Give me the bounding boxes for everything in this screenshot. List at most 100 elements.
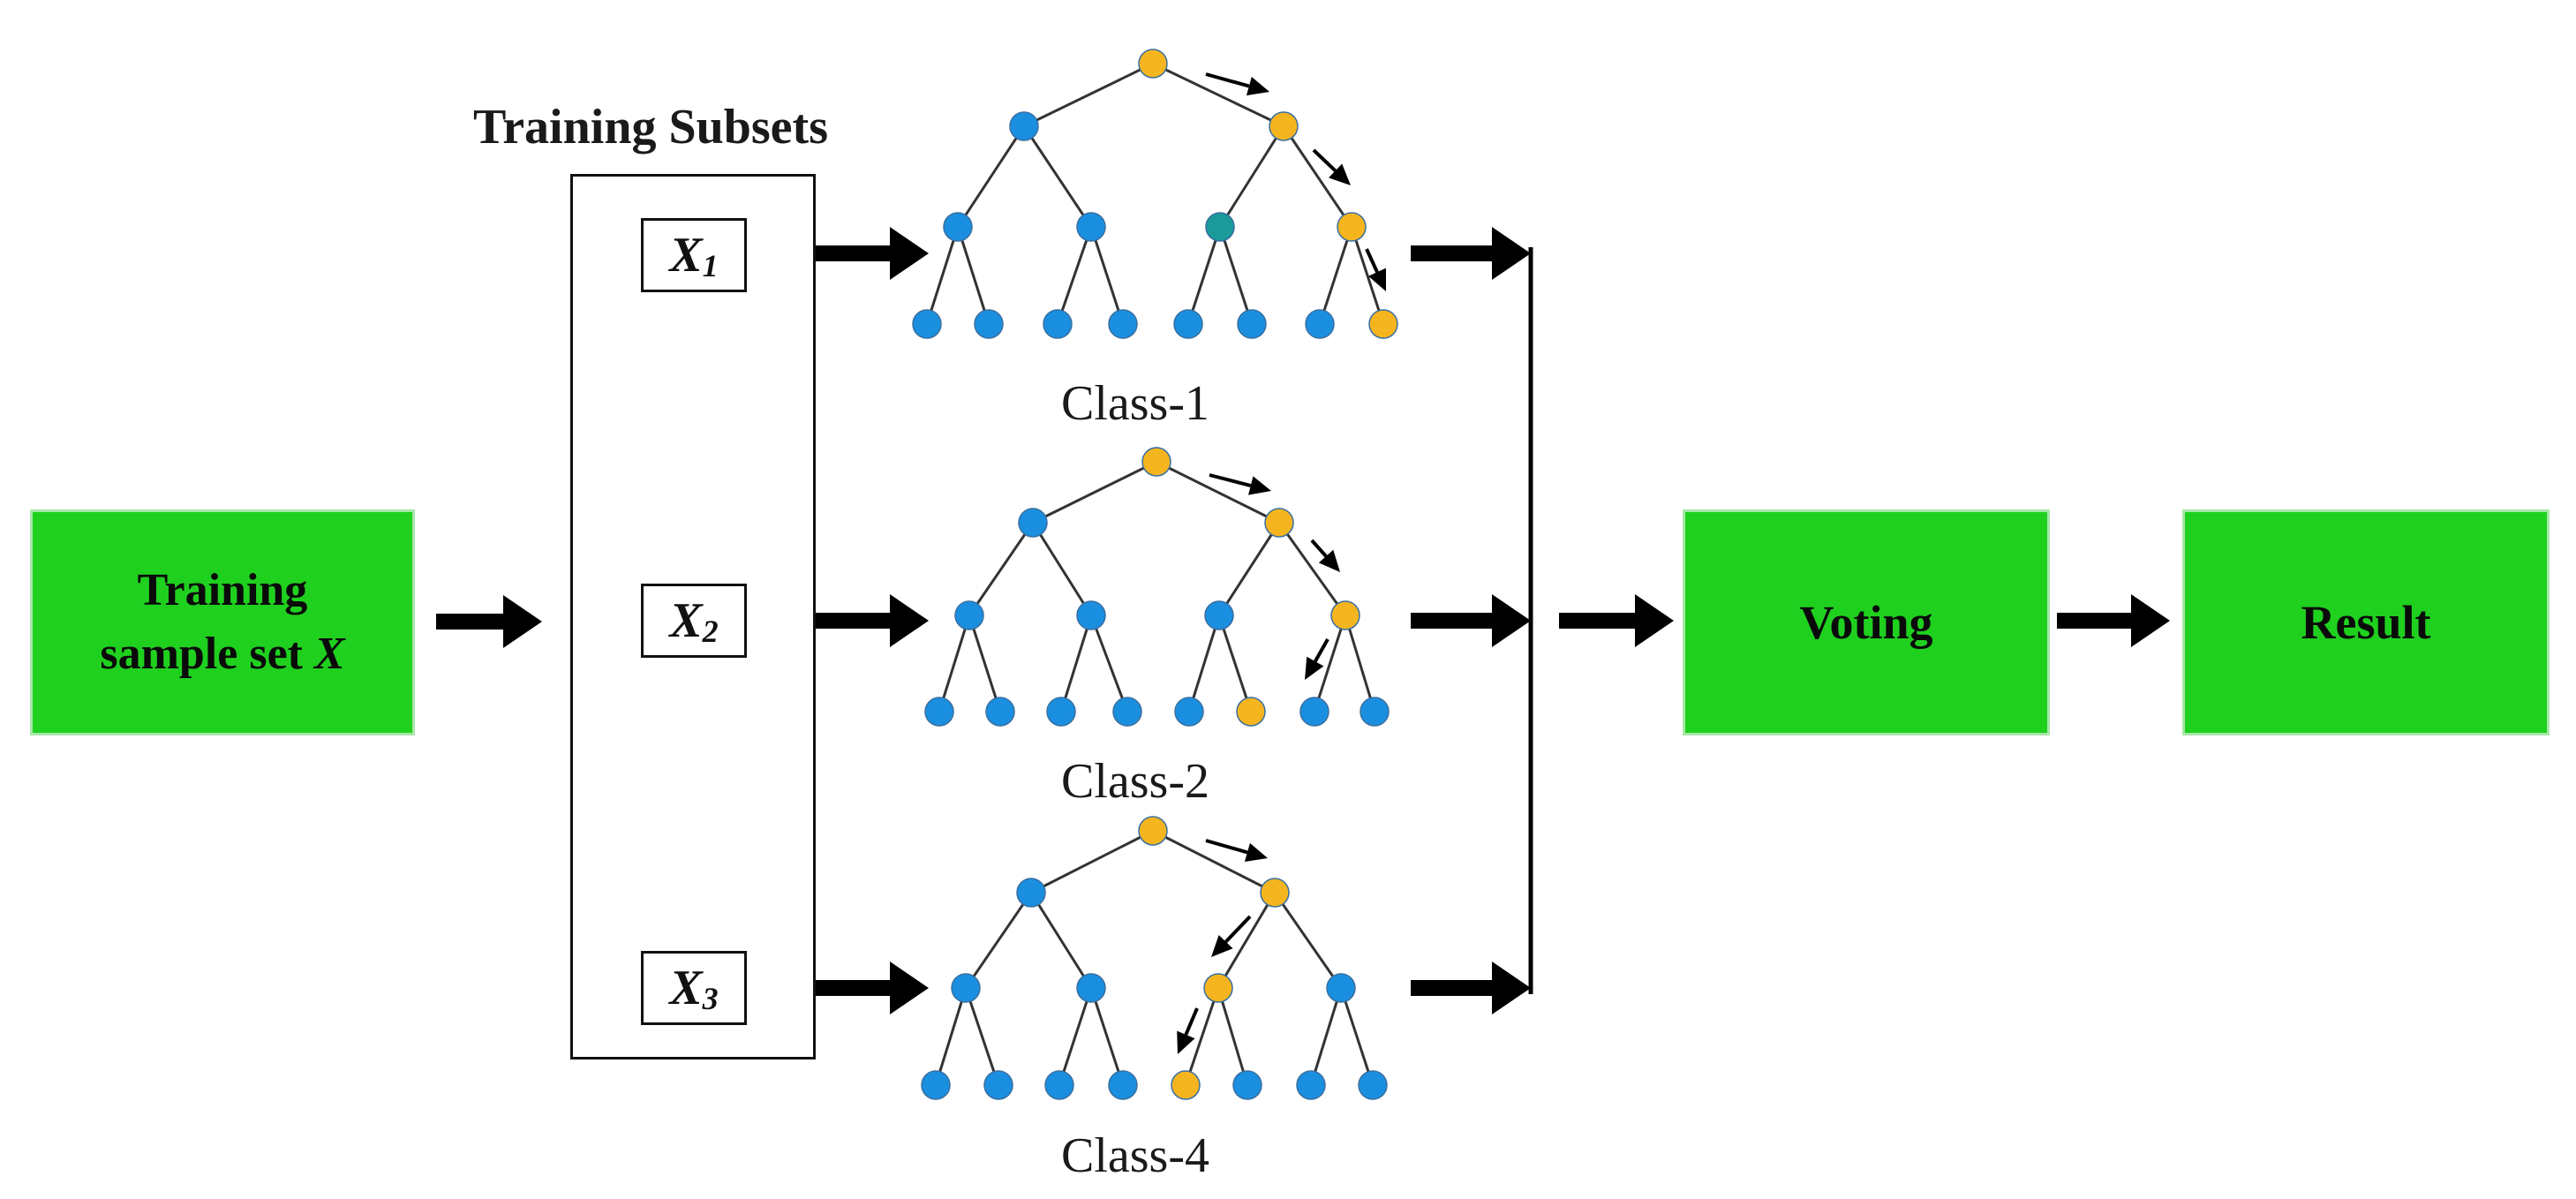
voting-box: Voting: [1683, 509, 2050, 735]
tree-2-edge-l3-3: [1089, 615, 1129, 713]
tree-3-edge-root-1: [1152, 829, 1276, 894]
tree-3-edge-l3-5: [1216, 987, 1249, 1086]
tree-2-node-l2-3: [1330, 600, 1360, 630]
tree-1-path-arrow-1-shaft: [1312, 148, 1337, 172]
tree-1-node-l2-0: [943, 212, 973, 242]
subset-2-to-tree-arrow: [816, 594, 929, 647]
subset-3-to-tree-arrow: [816, 961, 929, 1014]
tree-1-node-l1-1: [1269, 111, 1299, 141]
tree-1-edge-l3-7: [1350, 226, 1385, 325]
tree-2-leaf-node-3: [1112, 697, 1142, 727]
tree-2-path-arrow-1-shaft: [1310, 539, 1328, 558]
tree-2-leaf-node-0: [924, 697, 954, 727]
tree-1-edge-l2-3: [1282, 125, 1353, 228]
training-subsets-title: Training Subsets: [473, 100, 828, 155]
tree-3-edge-l2-1: [1029, 892, 1093, 989]
subset-x3-sub: 3: [702, 981, 719, 1016]
tree-1-edge-l2-2: [1218, 125, 1285, 228]
training-sample-line1: Training: [137, 565, 308, 615]
tree-3-leaf-node-4: [1171, 1070, 1201, 1100]
training-sample-line2: sample set X: [100, 622, 344, 686]
tree-2-edge-l3-0: [938, 615, 971, 713]
tree-1-edge-l2-0: [956, 125, 1026, 228]
tree-1-path-arrow-2-shaft: [1365, 248, 1379, 274]
tree-2-path-arrow-1-head: [1318, 549, 1340, 572]
tree-1-output-arrow: [1411, 227, 1531, 280]
training-sample-line2-text: sample set: [100, 629, 314, 679]
tree-3-leaf-node-5: [1232, 1070, 1262, 1100]
tree-1-edge-l2-1: [1022, 125, 1093, 228]
tree-3-class-label: Class-4: [1061, 1128, 1209, 1183]
tree-1-edge-l3-0: [925, 226, 960, 325]
tree-3-path-arrow-0-shaft: [1205, 839, 1248, 855]
tree-3-leaf-node-3: [1108, 1070, 1138, 1100]
tree-3-edge-root-0: [1030, 829, 1154, 894]
tree-2-leaf-node-2: [1046, 697, 1076, 727]
tree-3-edge-l2-3: [1273, 892, 1343, 989]
tree-1-edge-root-1: [1152, 62, 1284, 128]
tree-2-node-l2-1: [1076, 600, 1106, 630]
tree-3-edge-l2-2: [1216, 892, 1277, 989]
tree-3-path-arrow-1-head: [1211, 935, 1233, 957]
tree-3-edge-l3-1: [964, 987, 1000, 1086]
tree-2-edge-l3-6: [1313, 615, 1347, 713]
tree-2-edge-l2-2: [1217, 522, 1281, 616]
tree-2-leaf-node-6: [1299, 697, 1329, 727]
tree-1-node-l2-1: [1076, 212, 1106, 242]
tree-2-output-arrow: [1411, 594, 1531, 647]
tree-3-path-arrow-1-shaft: [1224, 915, 1252, 944]
tree-3-path-arrow-2-shaft: [1184, 1007, 1199, 1036]
tree-1-path-arrow-1-head: [1329, 163, 1351, 185]
tree-1-path-arrow-0-shaft: [1205, 72, 1250, 88]
tree-1-edge-root-0: [1023, 62, 1154, 128]
tree-2-root-node: [1141, 447, 1171, 477]
tree-2-node-l1-0: [1018, 508, 1048, 538]
tree-2-edge-l2-3: [1277, 522, 1347, 616]
tree-1-class-label: Class-1: [1061, 376, 1209, 431]
tree-1-leaf-node-2: [1043, 309, 1073, 339]
tree-3-path-arrow-0-head: [1244, 842, 1268, 862]
tree-1-edge-l3-5: [1218, 226, 1254, 325]
tree-1-leaf-node-6: [1305, 309, 1335, 339]
tree-1-leaf-node-0: [912, 309, 942, 339]
subset-x1-var: X: [669, 228, 703, 283]
tree-1-leaf-node-5: [1237, 309, 1267, 339]
tree-1-path-arrow-0-head: [1246, 76, 1269, 96]
tree-1-node-l1-0: [1009, 111, 1039, 141]
collector-to-voting-arrow: [1559, 594, 1674, 647]
result-box: Result: [2182, 509, 2550, 735]
tree-3-leaf-node-6: [1296, 1070, 1326, 1100]
tree-1-edge-l3-2: [1056, 226, 1093, 325]
tree-2-node-l2-2: [1204, 600, 1234, 630]
tree-2-path-arrow-2-head: [1305, 656, 1324, 680]
tree-3-output-arrow: [1411, 961, 1531, 1014]
tree-1-node-l2-3: [1337, 212, 1367, 242]
tree-3-node-l1-1: [1260, 878, 1290, 908]
tree-2-leaf-node-7: [1360, 697, 1390, 727]
tree-3-leaf-node-1: [983, 1070, 1013, 1100]
subset-x2-sub: 2: [702, 614, 719, 649]
tree-3-leaf-node-2: [1044, 1070, 1074, 1100]
tree-2-node-l2-0: [954, 600, 984, 630]
tree-3-node-l2-0: [951, 973, 981, 1003]
tree-2-edge-root-1: [1156, 460, 1280, 524]
tree-1-leaf-node-1: [974, 309, 1004, 339]
tree-1-leaf-node-3: [1108, 309, 1138, 339]
tree-3-leaf-node-7: [1358, 1070, 1388, 1100]
tree-3-edge-l3-0: [934, 987, 968, 1086]
training-sample-set-box: Training sample set X: [30, 509, 415, 735]
tree-2-class-label: Class-2: [1061, 754, 1209, 809]
tree-1-node-l2-2: [1205, 212, 1235, 242]
tree-3-root-node: [1138, 816, 1168, 846]
tree-2-edge-l3-5: [1217, 615, 1253, 713]
tree-2-path-arrow-0-head: [1248, 476, 1271, 495]
tree-3-edge-l3-6: [1309, 987, 1343, 1086]
tree-1-leaf-node-4: [1173, 309, 1203, 339]
tree-3-node-l2-3: [1326, 973, 1356, 1003]
tree-1-edge-l3-3: [1089, 226, 1125, 325]
tree-3-edge-l3-7: [1339, 987, 1375, 1086]
tree-2-node-l1-1: [1264, 508, 1294, 538]
voting-to-result-arrow: [2057, 594, 2170, 647]
